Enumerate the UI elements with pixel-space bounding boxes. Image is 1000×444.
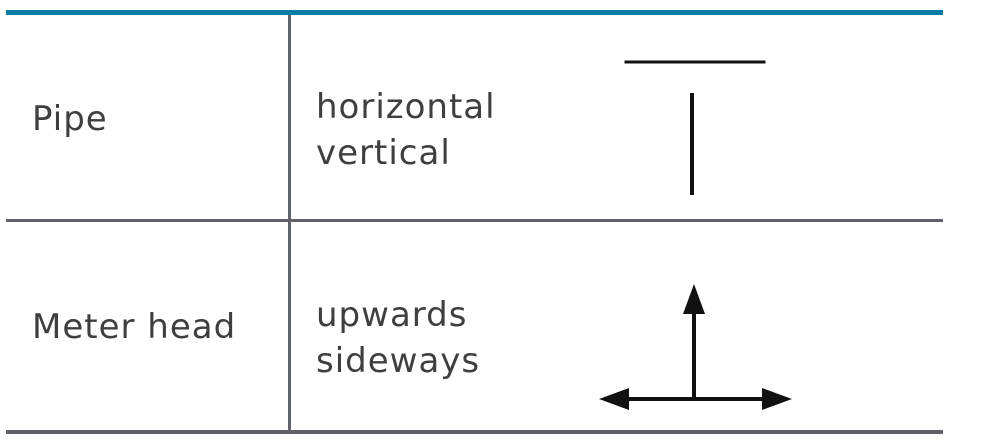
upwards-arrow-head (683, 284, 705, 314)
right-arrow-head (762, 388, 792, 410)
row-2-description: upwards sideways (316, 292, 480, 384)
pipe-orientation-icon (624, 60, 766, 195)
symbol-legend-table: Pipe horizontal vertical Meter head upwa… (6, 10, 943, 434)
table-top-rule (6, 10, 943, 15)
row-1-description-line-1: horizontal (316, 87, 496, 127)
row-divider (6, 219, 943, 222)
left-arrow-head (599, 388, 629, 410)
table-bottom-rule (6, 430, 943, 434)
row-1-name: Pipe (32, 99, 108, 139)
row-2-description-line-2: sideways (316, 341, 481, 381)
symbols-graphic (599, 60, 792, 410)
row-2-name: Meter head (32, 307, 237, 347)
column-divider (288, 15, 291, 430)
row-1-description-line-2: vertical (316, 133, 451, 173)
meter-head-direction-icon (599, 284, 792, 410)
row-1-description: horizontal vertical (316, 84, 496, 176)
row-2-description-line-1: upwards (316, 295, 468, 335)
